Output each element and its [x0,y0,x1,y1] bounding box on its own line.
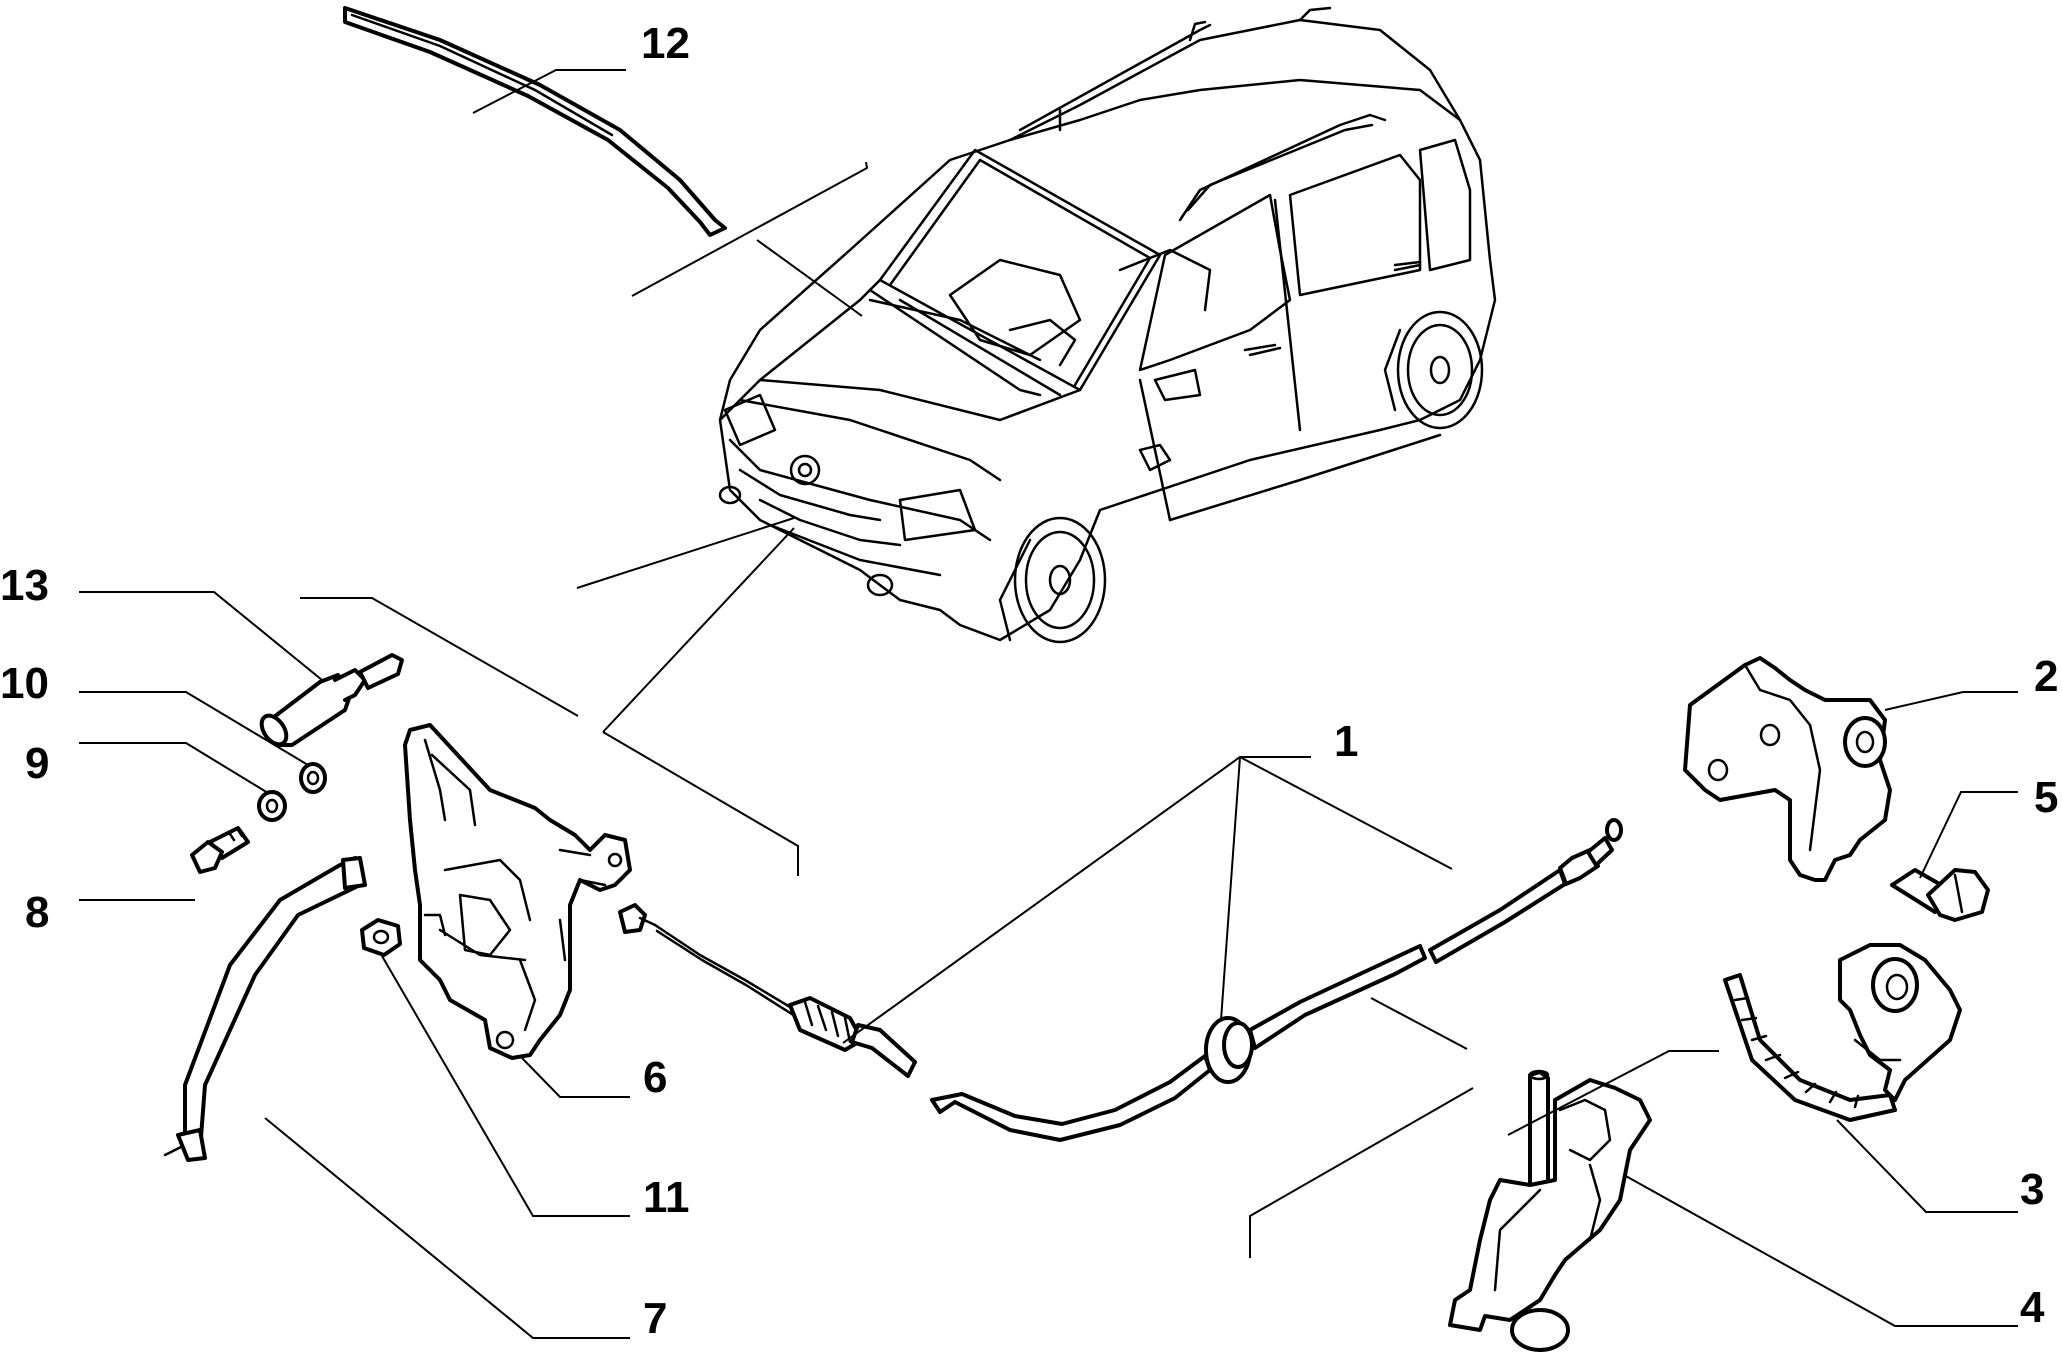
callout-6: 6 [643,1053,667,1102]
callout-4: 4 [2020,1283,2045,1332]
callout-3: 3 [2020,1165,2044,1214]
callout-11: 11 [643,1173,690,1222]
part-release-cable [618,818,1623,1142]
part-hinge-gasket [1723,943,1962,1122]
callout-13: 13 [0,561,49,610]
callout-1: 1 [1334,717,1358,766]
part-hood-lock [403,723,632,1060]
leader-lines [79,69,2018,1339]
part-bolt-8 [190,826,250,874]
callout-5: 5 [2034,773,2058,822]
part-hinge-bolt [1890,868,1990,922]
callout-10: 10 [0,659,49,708]
part-nut-11 [360,918,402,957]
part-support-rod [163,856,367,1162]
part-hinge-bracket [1683,656,1892,882]
part-bump-stop-pin [259,653,404,747]
part-washer-10 [299,762,327,794]
callout-labels: 12 13 10 9 8 6 11 7 1 2 5 3 4 [0,19,2058,1343]
part-hood-seal-strip [343,6,727,237]
part-washer-9 [257,790,287,822]
callout-7: 7 [643,1294,667,1343]
callout-12: 12 [641,19,690,68]
callout-9: 9 [25,739,49,788]
callout-2: 2 [2034,652,2058,701]
part-prop-rod-holder [1448,1069,1652,1352]
callout-8: 8 [25,888,49,937]
car-illustration [718,6,1497,644]
